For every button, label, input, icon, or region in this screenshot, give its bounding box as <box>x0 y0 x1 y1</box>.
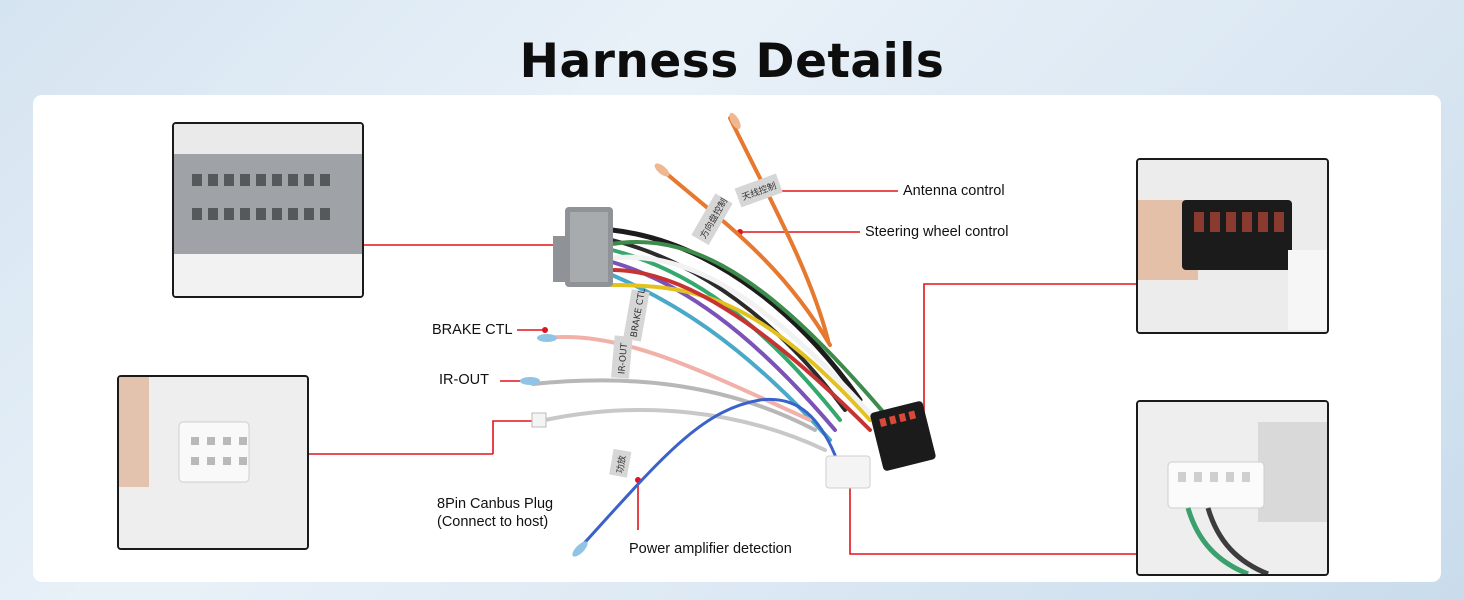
black-connector <box>870 401 936 471</box>
gray-connector-image <box>174 124 362 296</box>
canbus-plug-label: 8Pin Canbus Plug <box>437 496 554 512</box>
brake-plug <box>537 334 557 342</box>
canbus-small-plug <box>531 412 547 428</box>
power-amplifier-detection-label: Power amplifier detection <box>629 541 792 557</box>
brake-ctl-label: BRAKE CTL <box>432 322 513 338</box>
black-connector-photo <box>1136 158 1329 334</box>
gray-connector <box>553 207 613 287</box>
antenna-tag: 天线控制 <box>734 173 783 208</box>
black-connector-image <box>1138 160 1327 332</box>
white-connector-photo <box>1136 400 1329 576</box>
canbus-plug-photo <box>117 375 309 550</box>
ir-out-label: IR-OUT <box>439 372 489 388</box>
callout-line-black-connector <box>923 283 1137 428</box>
irout-tag: IR-OUT <box>611 335 633 379</box>
steering-wheel-control-label: Steering wheel control <box>865 224 1009 240</box>
canbus-plug-image <box>119 377 307 548</box>
antenna-plug <box>729 112 741 130</box>
callout-line-canbus-plug <box>492 420 532 454</box>
svg-text:IR-OUT: IR-OUT <box>617 342 630 374</box>
gray-connector-photo <box>172 122 364 298</box>
brake-tag: BRAKE CTL <box>623 288 650 342</box>
canbus-plug-sublabel: (Connect to host) <box>437 514 549 530</box>
irout-plug <box>520 377 540 385</box>
svg-text:功放: 功放 <box>614 454 629 474</box>
white-connector-image <box>1138 402 1327 574</box>
amp-tag: 功放 <box>609 448 632 478</box>
white-connector <box>825 455 871 489</box>
callout-line-white-connector <box>849 482 1137 555</box>
wire-bundle <box>531 116 892 552</box>
amp-plug <box>572 541 588 557</box>
callout-lines <box>308 190 1137 555</box>
page-title: Harness Details <box>519 34 945 89</box>
antenna-control-label: Antenna control <box>903 183 1005 199</box>
steering-plug <box>654 163 670 177</box>
